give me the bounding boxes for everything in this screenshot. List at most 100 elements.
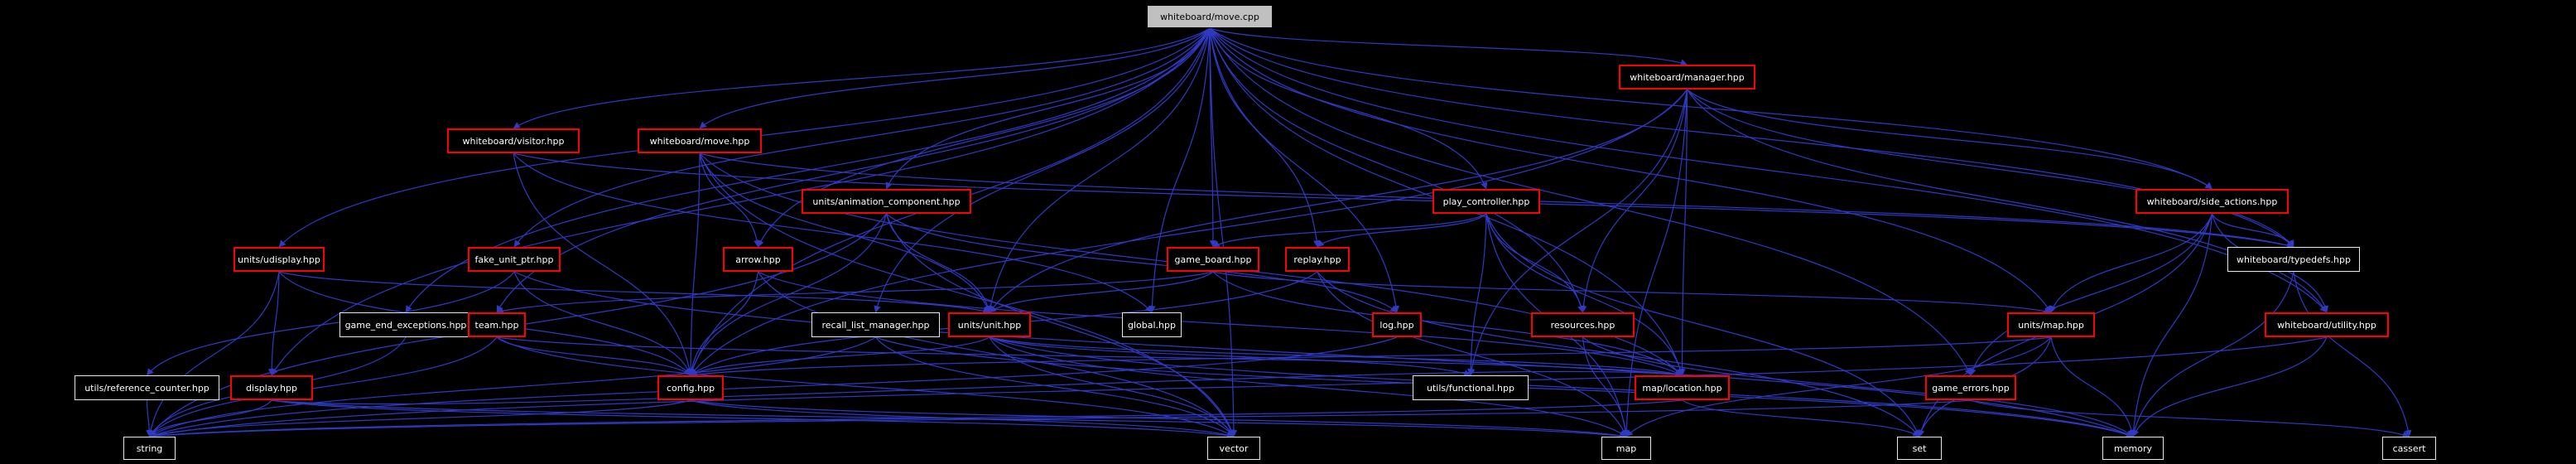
dependency-edge-n1-n12: [1687, 89, 2294, 248]
dependency-edge-n5-n25: [1466, 213, 1487, 376]
graph-node-n11[interactable]: replay.hpp: [1285, 247, 1350, 272]
graph-node-n15[interactable]: recall_list_manager.hpp: [811, 312, 940, 337]
dependency-edge-n21-n32: [2132, 336, 2328, 437]
dependency-edge-n16-n25: [989, 336, 1471, 377]
dependency-edge-n14-n29: [496, 336, 1235, 437]
dependency-edge-n7-n16: [278, 271, 990, 315]
dependency-edge-n9-n24: [687, 271, 759, 376]
dependency-edge-n20-n24: [690, 336, 2052, 379]
dependency-edge-n10-n14: [496, 271, 1214, 315]
dependency-edge-n8-n24: [513, 271, 692, 376]
dependency-edge-n9-n29: [757, 271, 1235, 437]
dependency-edge-n12-n32: [2131, 271, 2294, 437]
graph-node-n13[interactable]: game_end_exceptions.hpp: [339, 312, 472, 337]
dependency-edge-n0-n6: [1209, 27, 2212, 190]
dependency-edge-n8-n32: [513, 271, 2134, 437]
dependency-edge-n5-n19: [1485, 213, 1585, 313]
graph-node-n5[interactable]: play_controller.hpp: [1432, 189, 1540, 214]
dependency-edge-n0-n12: [1209, 27, 2294, 248]
graph-node-n16[interactable]: units/unit.hpp: [948, 312, 1031, 337]
graph-node-n19[interactable]: resources.hpp: [1531, 312, 1635, 337]
dependency-edge-n23-n29: [271, 399, 1235, 439]
graph-node-n17[interactable]: global.hpp: [1122, 312, 1182, 337]
dependency-edge-n16-n29: [989, 336, 1235, 437]
dependency-edge-n0-n21: [1209, 27, 2328, 313]
dependency-edge-n26-n31: [1682, 399, 1920, 437]
dependency-edge-n0-n4: [885, 27, 1211, 190]
graph-node-n26[interactable]: map/location.hpp: [1635, 375, 1730, 400]
dependency-edge-n4-n16: [885, 213, 992, 313]
graph-node-n22[interactable]: utils/reference_counter.hpp: [75, 375, 219, 400]
graph-node-n7[interactable]: units/udisplay.hpp: [234, 247, 325, 272]
graph-node-n3[interactable]: whiteboard/move.hpp: [638, 128, 762, 153]
dependency-edge-n23-n30: [271, 399, 1627, 440]
graph-node-n14[interactable]: team.hpp: [468, 312, 526, 337]
dependency-edge-n24-n30: [690, 399, 1627, 439]
dependency-edge-n14-n24: [496, 336, 691, 376]
graph-node-n9[interactable]: arrow.hpp: [723, 247, 793, 272]
dependency-edge-n0-n15: [874, 27, 1211, 313]
graph-node-n29[interactable]: vector: [1207, 437, 1260, 460]
dependency-edge-n5-n11: [1317, 213, 1487, 248]
dependency-edge-n5-n26: [1485, 213, 1684, 376]
dependency-edge-n16-n30: [989, 336, 1627, 437]
graph-node-n12[interactable]: whiteboard/typedefs.hpp: [2227, 247, 2360, 272]
dependency-edge-n6-n27: [1969, 213, 2213, 376]
dependency-edge-n26-n28: [148, 399, 1683, 440]
dependency-edge-n19-n30: [1582, 336, 1630, 437]
graph-node-n23[interactable]: display.hpp: [230, 375, 313, 400]
dependency-edge-n0-n19: [1209, 27, 1585, 313]
dependency-edge-n0-n3: [699, 27, 1211, 129]
graph-node-n10[interactable]: game_board.hpp: [1167, 247, 1259, 272]
dependency-edge-n24-n29: [690, 399, 1235, 438]
graph-title-node: whiteboard/move.cpp: [1147, 5, 1273, 28]
dependency-edge-n7-n28: [147, 271, 280, 437]
dependency-edge-n12-n33: [2293, 271, 2412, 437]
graph-node-n32[interactable]: memory: [2102, 437, 2164, 460]
dependency-edge-n5-n10: [1212, 213, 1487, 248]
dependency-edge-n1-n26: [1678, 89, 1688, 376]
dependency-edge-n16-n26: [989, 336, 1683, 378]
dependency-edge-n6-n20: [2049, 213, 2213, 313]
dependency-edge-n11-n31: [1317, 271, 1920, 437]
dependency-edge-n2-n17: [513, 152, 1153, 313]
dependency-edge-n0-n5: [1209, 27, 1488, 190]
graph-node-n1[interactable]: whiteboard/manager.hpp: [1619, 65, 1755, 89]
dependency-edge-n14-n26: [496, 336, 1683, 379]
graph-node-n21[interactable]: whiteboard/utility.hpp: [2265, 312, 2389, 337]
graph-node-n28[interactable]: string: [123, 437, 176, 460]
dependency-edge-n1-n6: [1687, 89, 2212, 190]
dependency-edge-n0-n8: [513, 27, 1211, 248]
graph-node-n33[interactable]: cassert: [2382, 437, 2436, 460]
dependency-edge-n0-n10: [1209, 27, 1217, 248]
dependency-edge-n20-n32: [2050, 336, 2135, 437]
dependency-edge-n3-n9: [699, 152, 761, 248]
graph-node-n4[interactable]: units/animation_component.hpp: [802, 189, 971, 214]
graph-node-n30[interactable]: map: [1601, 437, 1651, 460]
graph-node-n31[interactable]: set: [1897, 437, 1942, 460]
dependency-edge-n27-n33: [1970, 399, 2410, 438]
dependency-edge-n6-n12: [2211, 213, 2294, 248]
dependency-edge-n2-n12: [513, 152, 2294, 249]
dependency-edge-n16-n24: [690, 336, 990, 376]
graph-node-n25[interactable]: utils/functional.hpp: [1413, 375, 1529, 400]
dependency-edge-n10-n16: [989, 271, 1214, 313]
dependency-edge-n1-n19: [1580, 89, 1688, 313]
graph-node-n27[interactable]: game_errors.hpp: [1925, 375, 2016, 400]
graph-node-n6[interactable]: whiteboard/side_actions.hpp: [2135, 189, 2289, 214]
graph-node-n2[interactable]: whiteboard/visitor.hpp: [447, 128, 580, 153]
graph-node-n20[interactable]: units/map.hpp: [2007, 312, 2095, 337]
dependency-edge-n11-n30: [1317, 271, 1627, 437]
dependency-edge-n1-n16: [989, 89, 1688, 313]
graph-node-n24[interactable]: config.hpp: [657, 375, 724, 400]
dependency-edge-n0-n29: [1209, 27, 1238, 437]
dependency-edge-n0-n11: [1209, 27, 1321, 248]
dependency-edge-n0-n14: [496, 27, 1211, 313]
graph-node-n8[interactable]: fake_unit_ptr.hpp: [468, 247, 561, 272]
graph-node-n18[interactable]: log.hpp: [1372, 312, 1422, 337]
dependency-edge-n0-n2: [513, 27, 1211, 129]
dependency-edge-n3-n24: [686, 152, 701, 376]
dependency-edge-n27-n28: [148, 399, 1972, 440]
dependency-edge-n23-n28: [149, 399, 272, 437]
